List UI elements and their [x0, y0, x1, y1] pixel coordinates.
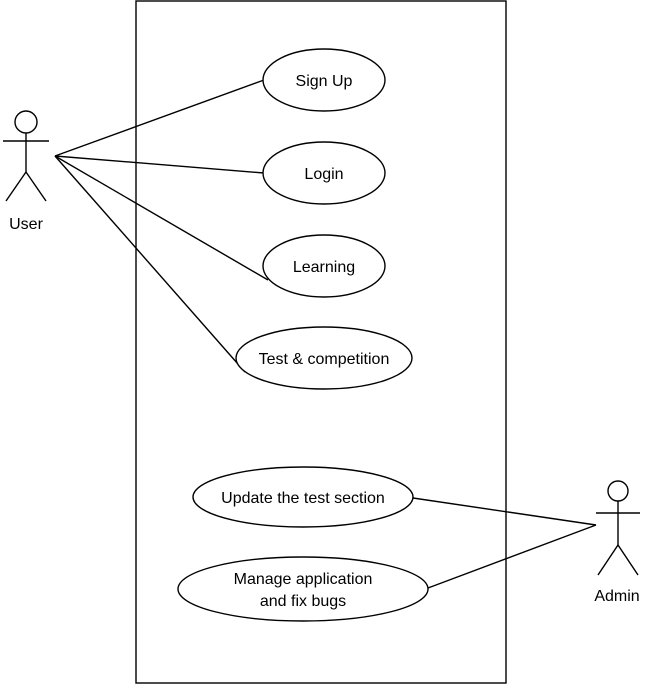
user-associations	[54, 79, 269, 373]
use-case-login[interactable]: Login	[262, 141, 386, 205]
user-actor-right-leg	[25, 171, 47, 202]
use-case-test-competition[interactable]: Test & competition	[235, 326, 413, 390]
use-case-sign-up-ellipse	[262, 48, 386, 112]
admin-actor-head	[607, 480, 629, 502]
association-user-login	[54, 155, 265, 174]
use-case-update-test-ellipse	[192, 466, 414, 528]
association-user-test	[54, 155, 246, 373]
use-case-learning[interactable]: Learning	[262, 234, 386, 298]
user-actor[interactable]: User	[3, 110, 49, 233]
association-admin-update	[412, 497, 597, 526]
admin-actor-right-leg	[617, 544, 639, 576]
use-case-test-competition-ellipse	[235, 326, 413, 390]
user-actor-label: User	[9, 216, 43, 233]
use-case-learning-ellipse	[262, 234, 386, 298]
use-case-login-label: Login	[304, 166, 343, 183]
use-case-login-ellipse	[262, 141, 386, 205]
use-case-update-test-label: Update the test section	[221, 490, 385, 507]
user-actor-head	[14, 110, 38, 134]
use-case-manage-application[interactable]: Manage application and fix bugs	[177, 556, 429, 622]
association-user-learning	[54, 155, 269, 281]
use-case-manage-line2: and fix bugs	[260, 593, 346, 610]
use-case-test-competition-label: Test & competition	[259, 351, 390, 368]
system-boundary	[135, 0, 507, 684]
association-user-signup	[54, 79, 265, 157]
admin-actor[interactable]: Admin	[594, 480, 640, 605]
admin-actor-label: Admin	[594, 588, 639, 605]
use-case-manage-line1: Manage application	[234, 571, 373, 588]
admin-actor-left-leg	[597, 544, 619, 576]
use-case-sign-up[interactable]: Sign Up	[262, 48, 386, 112]
use-case-sign-up-label: Sign Up	[296, 73, 353, 90]
use-case-manage-application-ellipse	[177, 556, 429, 622]
admin-associations	[412, 497, 597, 589]
association-admin-manage	[427, 524, 597, 589]
use-case-learning-label: Learning	[293, 259, 355, 276]
user-actor-left-leg	[5, 171, 27, 202]
use-case-update-test[interactable]: Update the test section	[192, 466, 414, 528]
